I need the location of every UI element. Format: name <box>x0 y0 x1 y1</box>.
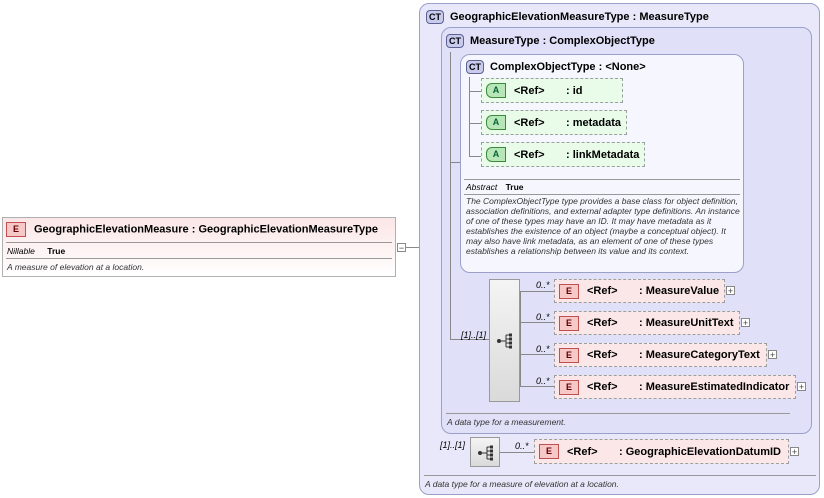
outer-type-description: A data type for a measure of elevation a… <box>425 479 619 489</box>
attribute-id[interactable]: A <Ref> : id <box>481 78 623 103</box>
collapse-root-element[interactable]: − <box>397 243 406 253</box>
element-icon: E <box>6 222 26 237</box>
complex-type-icon: CT <box>426 10 444 24</box>
occurrence-measure-unit-text: 0..* <box>536 312 550 322</box>
occurrence-measure-category-text: 0..* <box>536 344 550 354</box>
complex-type-icon: CT <box>466 60 484 74</box>
occurrence-datum-id: 0..* <box>515 441 529 451</box>
element-icon: E <box>559 347 579 363</box>
datum-sequence-box[interactable] <box>470 437 500 467</box>
element-measure-value[interactable]: E <Ref> : MeasureValue <box>554 279 725 303</box>
abstract-property: Abstract True <box>466 182 524 192</box>
complex-object-type-description: The ComplexObjectType type provides a ba… <box>466 196 740 256</box>
element-geographic-elevation-datum-id[interactable]: E <Ref> : GeographicElevationDatumID <box>534 439 789 464</box>
attribute-link-metadata[interactable]: A <Ref> : linkMetadata <box>481 142 645 167</box>
connector-root <box>406 247 430 248</box>
element-icon: E <box>559 315 579 331</box>
occurrence-measure-value: 0..* <box>536 280 550 290</box>
element-icon: E <box>559 379 579 395</box>
complex-type-icon: CT <box>446 34 464 48</box>
occurrence-measure-estimated-indicator: 0..* <box>536 376 550 386</box>
attribute-icon: A <box>486 115 506 130</box>
sequence-icon <box>478 445 493 461</box>
attribute-metadata[interactable]: A <Ref> : metadata <box>481 110 627 135</box>
measure-type-description: A data type for a measurement. <box>447 417 566 427</box>
expand-measure-unit-text[interactable]: + <box>741 318 750 328</box>
expand-measure-value[interactable]: + <box>726 286 735 296</box>
measure-sequence-box[interactable] <box>489 279 520 402</box>
element-measure-category-text[interactable]: E <Ref> : MeasureCategoryText <box>554 343 767 367</box>
element-icon: E <box>539 444 559 459</box>
element-measure-unit-text[interactable]: E <Ref> : MeasureUnitText <box>554 311 740 335</box>
attribute-icon: A <box>486 147 506 162</box>
root-element-description: A measure of elevation at a location. <box>7 262 145 272</box>
expand-measure-category-text[interactable]: + <box>768 350 777 360</box>
datum-sequence-occurrence: [1]..[1] <box>440 440 466 450</box>
element-measure-estimated-indicator[interactable]: E <Ref> : MeasureEstimatedIndicator <box>554 375 796 399</box>
attribute-icon: A <box>486 83 506 98</box>
expand-geographic-elevation-datum-id[interactable]: + <box>790 447 799 457</box>
nillable-property: Nillable True <box>7 246 66 256</box>
measure-sequence-occurrence: [1]..[1] <box>461 330 487 340</box>
element-icon: E <box>559 283 579 299</box>
sequence-icon <box>497 333 512 349</box>
expand-measure-estimated-indicator[interactable]: + <box>797 382 806 392</box>
